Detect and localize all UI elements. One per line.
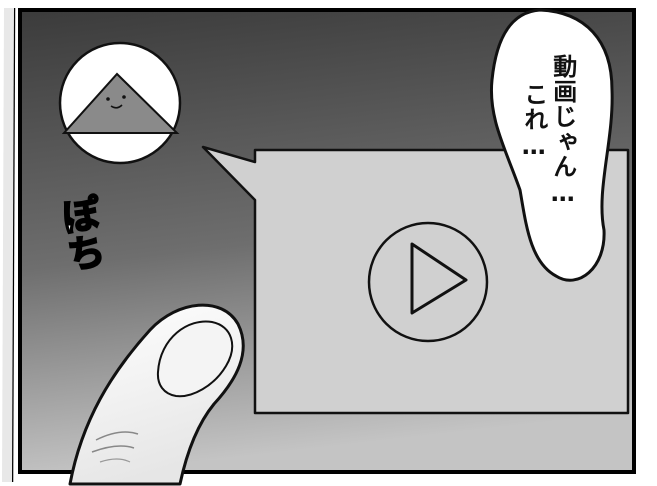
speech-bubble (489, 8, 614, 282)
play-icon[interactable] (367, 221, 489, 343)
speech-text-line-1: 動画じゃん… (548, 54, 577, 208)
sound-effect-text: ぽち (52, 192, 108, 275)
speech-text-line-2: これ… (519, 82, 548, 161)
smiling-triangle-icon (58, 41, 182, 165)
device-bezel (2, 8, 14, 482)
finger (68, 303, 245, 486)
